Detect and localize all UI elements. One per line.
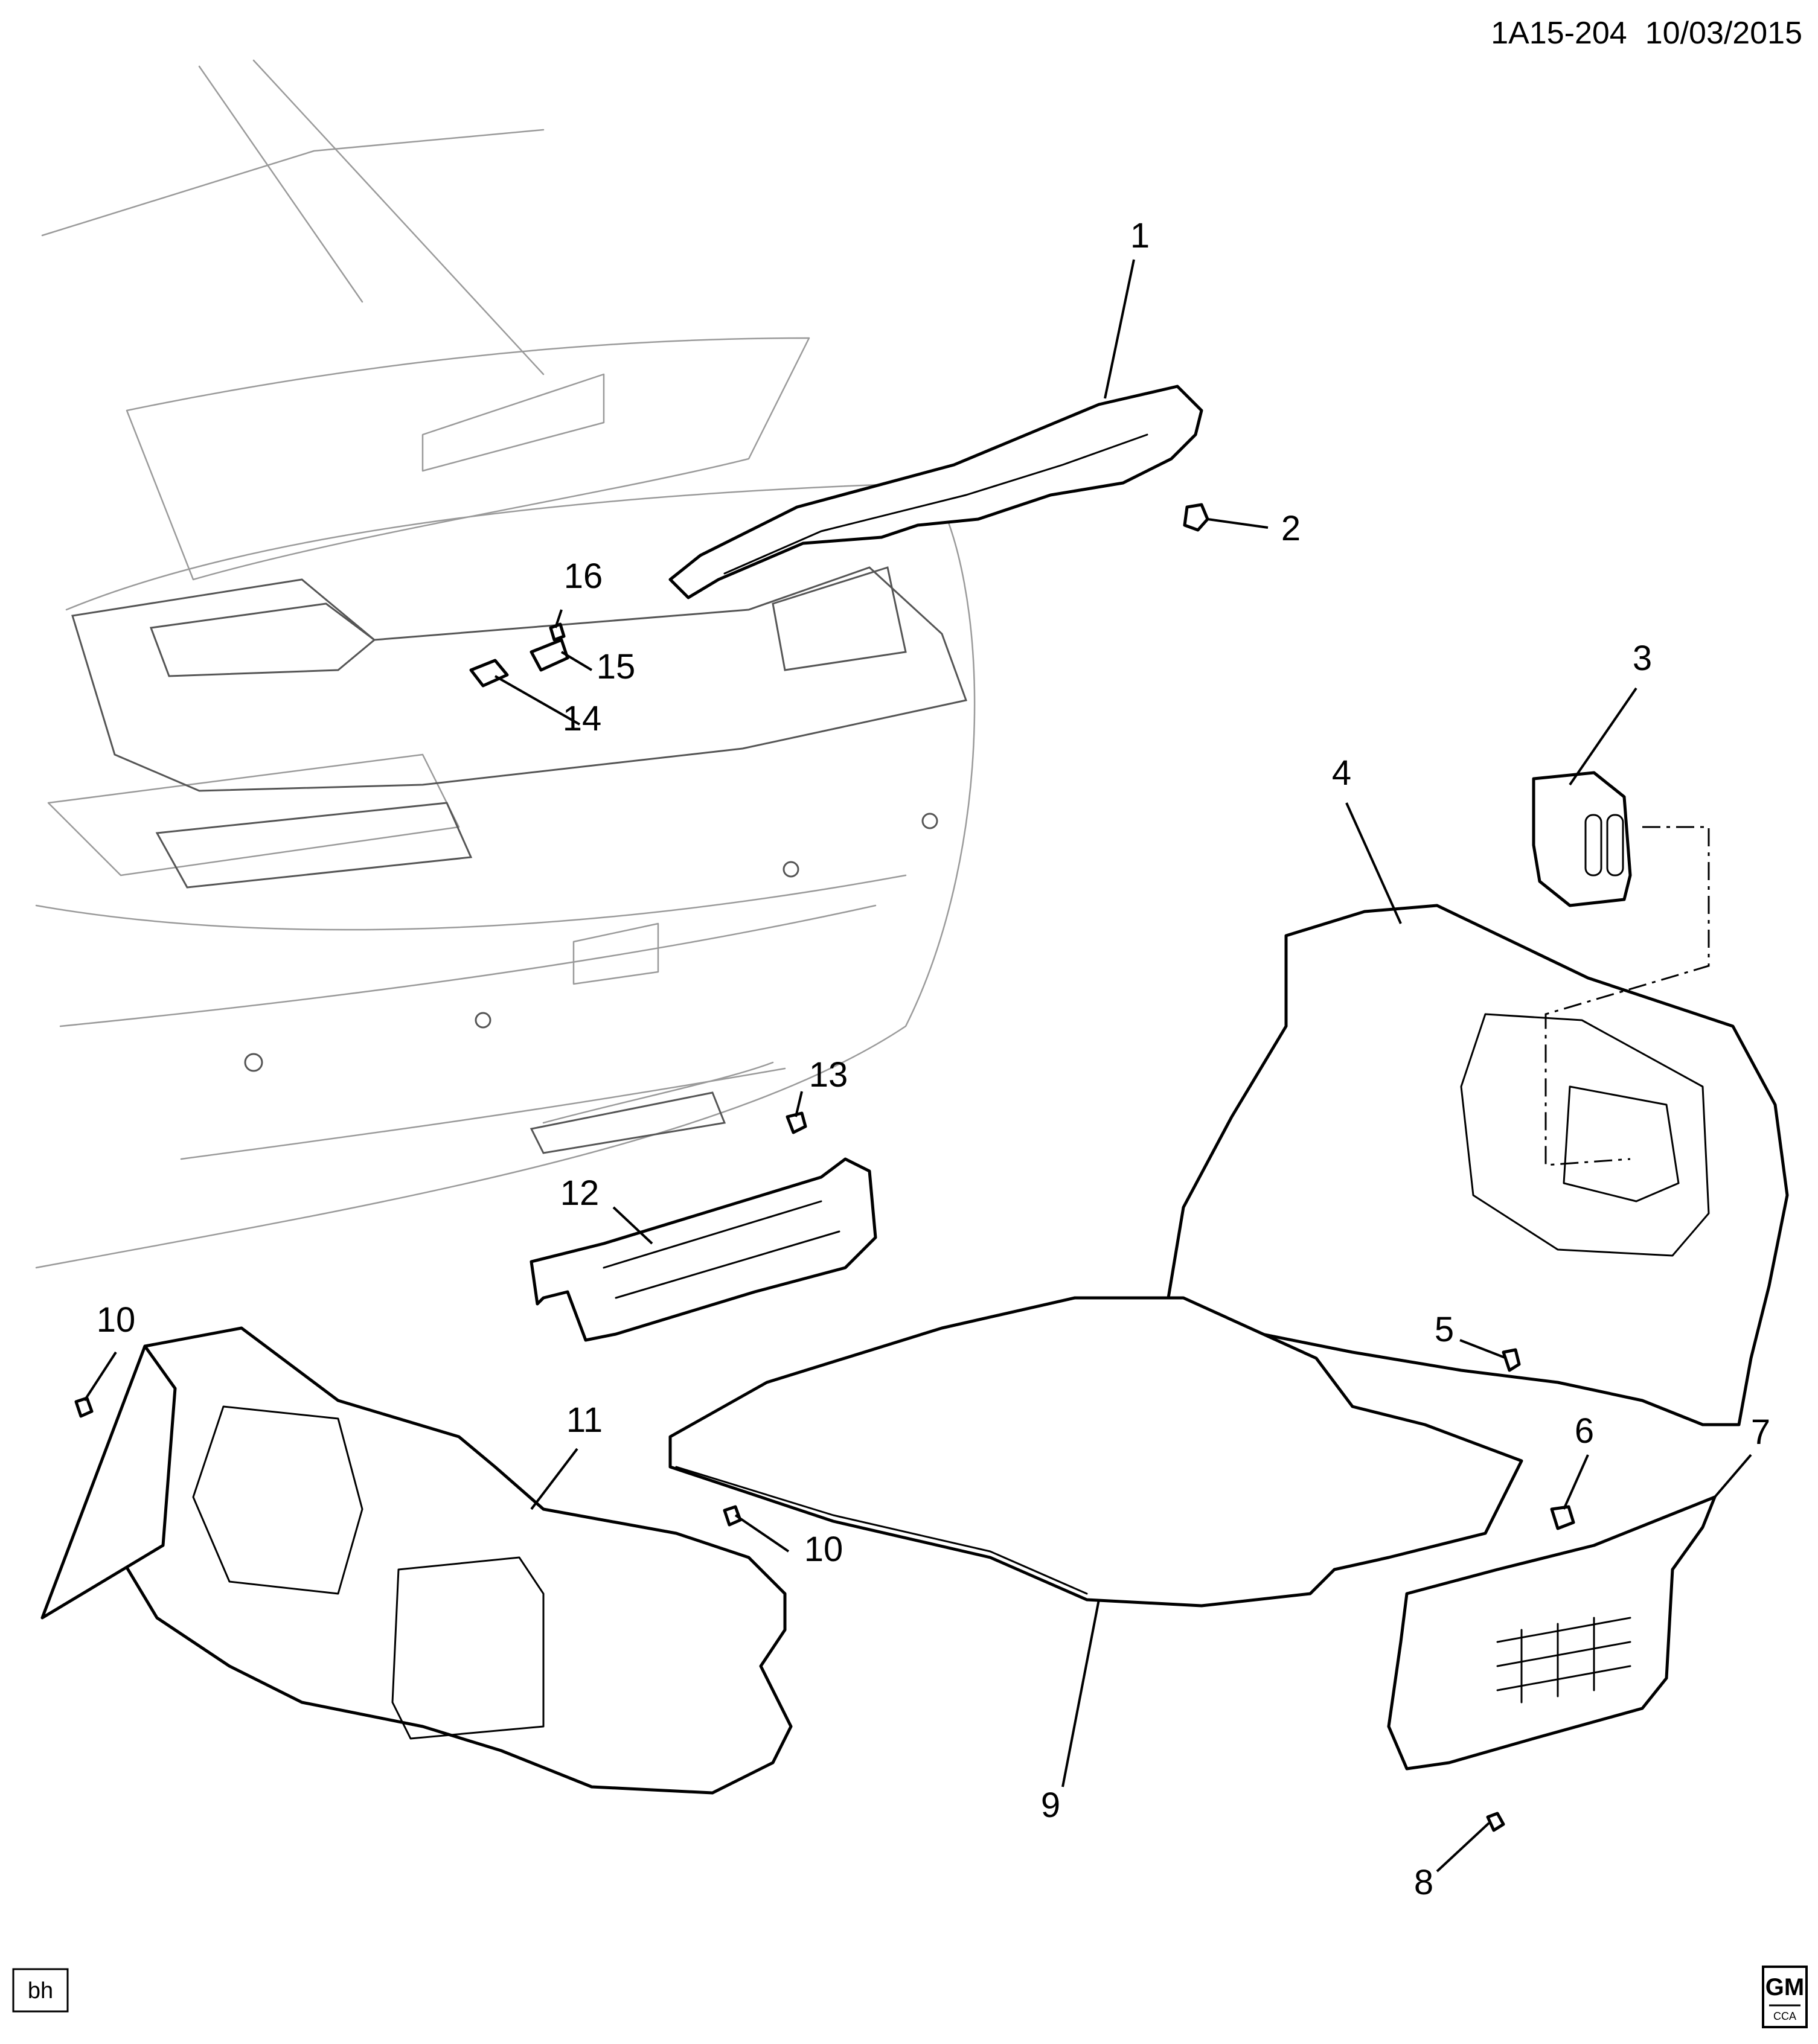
callout-2: 2 (1281, 509, 1301, 548)
part-14-harness (469, 659, 509, 688)
diagram-id: 1A15-204 (1491, 16, 1627, 51)
callout-9: 9 (1041, 1786, 1060, 1825)
callout-7: 7 (1751, 1413, 1770, 1452)
part-4-side-trim-panel (1163, 904, 1789, 1426)
part-11-side-trim-panel (101, 1326, 793, 1795)
part-15-bracket (530, 638, 569, 672)
part-1-trim-panel (668, 385, 1203, 599)
callout-12: 12 (560, 1174, 600, 1213)
callout-10-right: 10 (804, 1530, 843, 1569)
part-9-floor-mat (668, 1296, 1523, 1608)
callout-13: 13 (809, 1055, 848, 1094)
callout-4: 4 (1332, 753, 1351, 793)
part-8-fastener (1486, 1812, 1505, 1832)
part-10-fastener-right (723, 1505, 742, 1527)
part-11-pocket (391, 1556, 545, 1740)
part-2-fastener (1183, 503, 1209, 532)
part-11-left-panel-face (40, 1344, 177, 1620)
part-11-recess (192, 1405, 363, 1595)
gm-logo: GM CCA (1762, 1966, 1808, 2028)
vehicle-rear-outline (35, 59, 976, 1269)
callouts: 1 2 3 4 5 6 7 8 9 10 10 11 12 13 14 15 1… (97, 216, 1770, 1902)
part-4-opening (1460, 1013, 1710, 1257)
part-5-fastener (1502, 1348, 1521, 1372)
callout-3: 3 (1633, 639, 1652, 678)
leader-lines (83, 259, 1752, 1873)
part-6-fastener (1550, 1505, 1575, 1530)
part-12-center-bracket (530, 1157, 877, 1342)
author-badge-text: bh (28, 1978, 53, 2004)
callout-6: 6 (1575, 1411, 1594, 1451)
part-10-fastener-left (74, 1396, 94, 1418)
callout-8: 8 (1414, 1863, 1433, 1902)
gm-logo-subtext: CCA (1773, 2010, 1796, 2022)
part-4-inner-opening (1563, 1085, 1680, 1202)
author-badge: bh (12, 1968, 69, 2013)
part-12-rail (603, 1200, 840, 1299)
callout-14: 14 (563, 699, 602, 738)
part-3-slot-left (1584, 814, 1602, 877)
callout-15: 15 (597, 647, 636, 686)
diagram-header: 1A15-204 10/03/2015 (1491, 16, 1802, 51)
callout-10-left: 10 (97, 1300, 136, 1340)
part-7-vent-grid (1496, 1617, 1631, 1704)
gm-logo-text: GM (1765, 1974, 1804, 2001)
part-3-cover (1532, 771, 1632, 907)
part-16-clip (549, 622, 566, 642)
part-3-slot-right (1606, 814, 1624, 877)
callout-1: 1 (1130, 216, 1150, 255)
part-9-mat-edge (675, 1466, 1088, 1595)
diagram-date: 10/03/2015 (1645, 16, 1802, 51)
callout-11: 11 (566, 1400, 603, 1440)
callout-5: 5 (1435, 1310, 1454, 1349)
callout-16: 16 (564, 557, 603, 596)
part-1-inner-detail (723, 433, 1148, 575)
